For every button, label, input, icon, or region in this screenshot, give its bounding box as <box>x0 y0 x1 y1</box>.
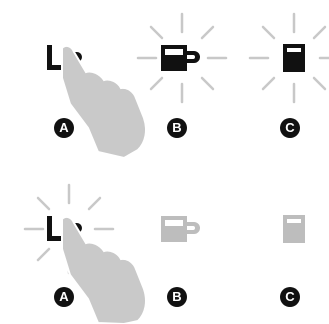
badge-top-b: B <box>167 118 187 138</box>
badge-top-c: C <box>280 118 300 138</box>
pressing-hand-icon <box>62 46 146 158</box>
pressing-hand-icon <box>62 217 146 324</box>
tall-glass-icon <box>283 215 305 243</box>
tall-glass-icon <box>283 44 305 72</box>
lungo-cup-icon <box>161 216 200 242</box>
badge-bottom-a: A <box>54 287 74 307</box>
badge-bottom-b: B <box>167 287 187 307</box>
badge-bottom-c: C <box>280 287 300 307</box>
lungo-cup-icon <box>161 45 200 71</box>
badge-top-a: A <box>54 118 74 138</box>
